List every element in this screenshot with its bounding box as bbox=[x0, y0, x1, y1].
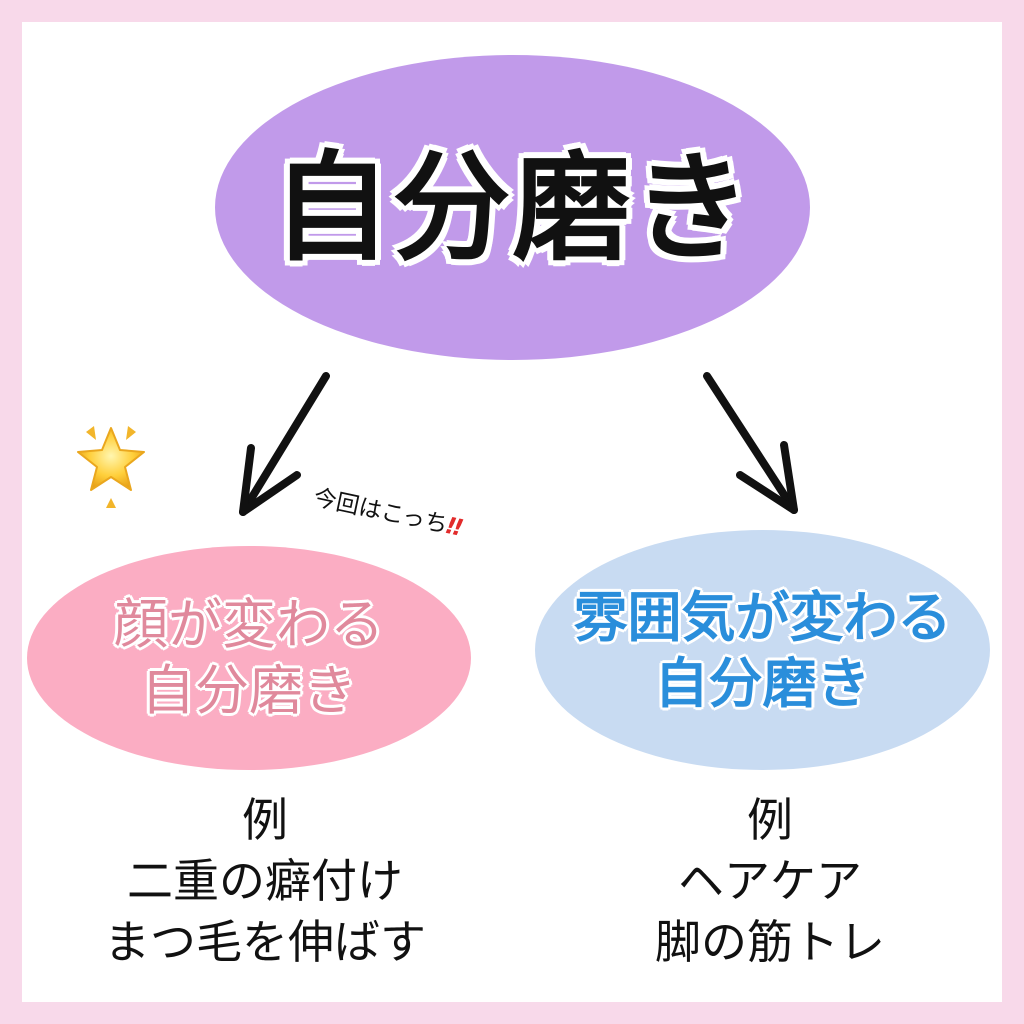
left-example-item: 二重の癖付け bbox=[127, 854, 403, 908]
right-examples-heading: 例 bbox=[747, 793, 793, 847]
right-branch-line2: 自分磨き bbox=[654, 651, 871, 715]
right-branch-ellipse: 雰囲気が変わる 自分磨き bbox=[535, 530, 990, 770]
left-branch-ellipse: 顔が変わる 自分磨き bbox=[27, 546, 471, 770]
right-examples: 例 ヘアケア 脚の筋トレ bbox=[580, 790, 960, 973]
left-examples-heading: 例 bbox=[242, 793, 288, 847]
left-branch-line1: 顔が変わる bbox=[114, 593, 384, 656]
left-example-item: まつ毛を伸ばす bbox=[104, 915, 426, 969]
left-examples: 例 二重の癖付け まつ毛を伸ばす bbox=[50, 790, 480, 973]
main-topic-ellipse: 自分磨き bbox=[215, 55, 810, 360]
right-branch-line1: 雰囲気が変わる bbox=[573, 585, 952, 649]
main-topic-title: 自分磨き bbox=[272, 137, 753, 277]
glowing-star-icon bbox=[77, 426, 145, 508]
right-example-item: 脚の筋トレ bbox=[655, 915, 885, 969]
left-branch-line2: 自分磨き bbox=[141, 659, 357, 722]
right-example-item: ヘアケア bbox=[678, 854, 862, 908]
